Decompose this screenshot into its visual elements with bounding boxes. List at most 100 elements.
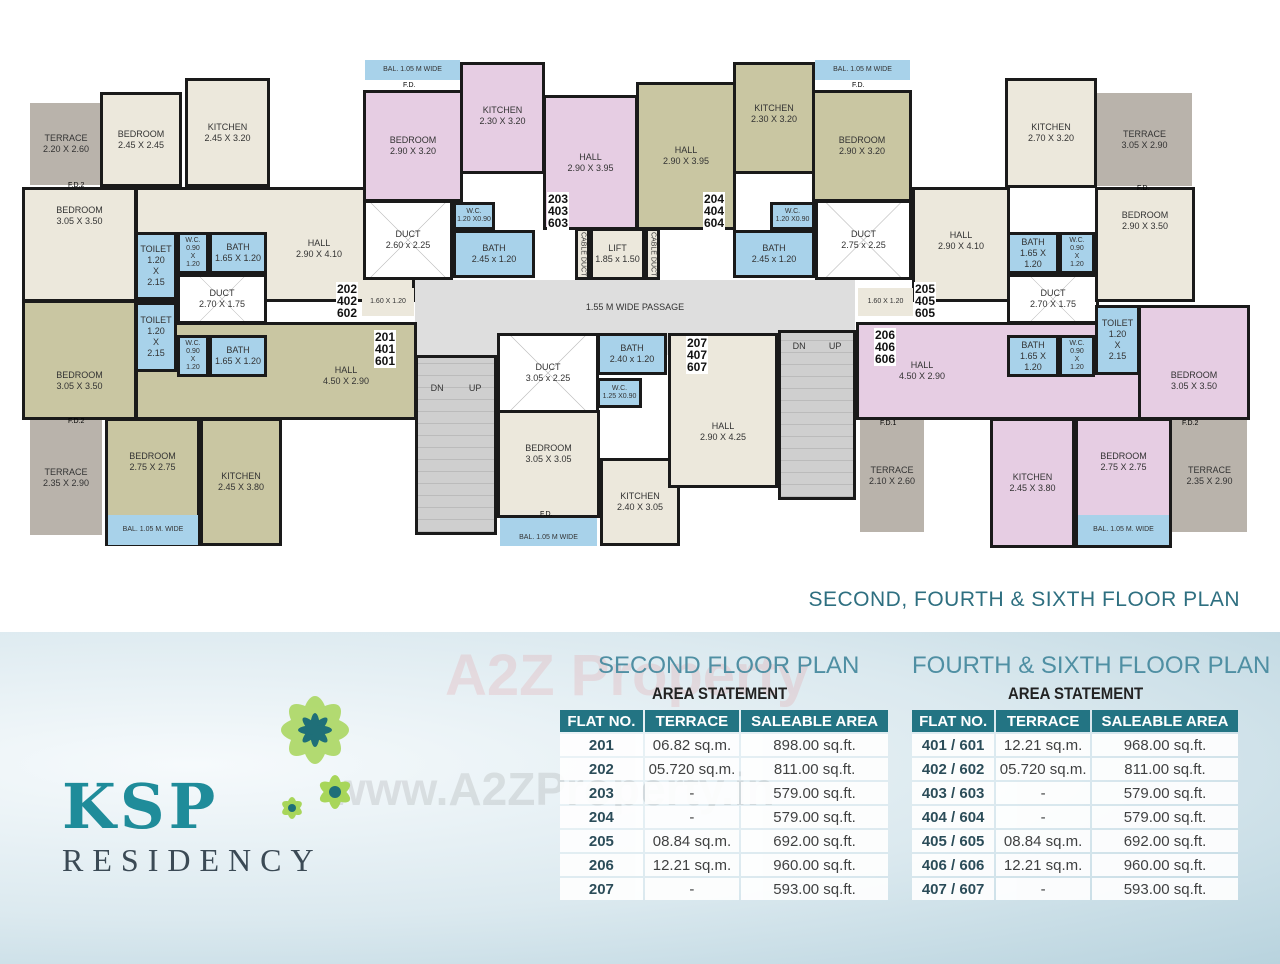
room-label: KITCHEN 2.45 X 3.80 [217, 471, 265, 492]
room-label: DUCT 2.75 x 2.25 [841, 229, 886, 250]
room-label: BAL. 1.05 M. WIDE [122, 526, 184, 533]
column-header: SALEABLE AREA [741, 710, 888, 732]
terrace-cell: - [644, 806, 740, 828]
room-label: HALL 2.90 X 4.25 [699, 421, 747, 442]
flower-logo-icon [281, 696, 351, 819]
room-label: TERRACE 2.35 X 2.90 [42, 466, 90, 488]
room-label: BEDROOM 3.05 X 3.05 [525, 443, 572, 464]
room-label: TOILET 1.20 X 2.15 [140, 244, 172, 287]
unit-number-202: 202 402 602 [336, 282, 359, 320]
saleable-area-cell: 579.00 sq.ft. [1092, 806, 1238, 828]
bath-202: BATH 1.65 X 1.20 [209, 232, 267, 274]
bedroom-202-small: BEDROOM 2.45 X 2.45 [100, 92, 182, 187]
wc-202: W.C. 0.90 X 1.20 [177, 232, 209, 274]
saleable-area-cell: 968.00 sq.ft. [1092, 734, 1238, 756]
room-label: KITCHEN 2.70 X 3.20 [1027, 122, 1075, 143]
flat-no-cell: 207 [560, 878, 643, 900]
room-label: W.C. 0.90 X 1.20 [1069, 340, 1085, 371]
kitchen-201: KITCHEN 2.45 X 3.80 [200, 418, 282, 546]
fd-label: F.D. [403, 82, 416, 89]
fd-label: F.D.2 [68, 418, 85, 425]
terrace-cell: 05.720 sq.m. [644, 758, 740, 780]
kitchen-204: KITCHEN 2.30 X 3.20 [733, 62, 815, 174]
room-label: BATH 1.65 X 1.20 [214, 345, 262, 366]
room-label: BEDROOM 2.45 X 2.45 [117, 128, 165, 150]
room-label: W.C. 0.90 X 1.20 [1069, 237, 1085, 268]
terrace-cell: 08.84 sq.m. [644, 830, 740, 852]
room-label: BATH 1.65 X 1.20 [214, 242, 262, 263]
fd-label: F.D. [540, 511, 553, 518]
flat-no-cell: 401 / 601 [912, 734, 995, 756]
flat-no-cell: 206 [560, 854, 643, 876]
terrace-201: TERRACE 2.35 X 2.90 [30, 420, 102, 535]
brand-subtitle: RESIDENCY [62, 842, 323, 878]
room-label: HALL 2.90 X 3.95 [662, 145, 710, 166]
column-header: FLAT NO. [912, 710, 995, 732]
column-header: TERRACE [996, 710, 1091, 732]
fd-label: F.D. [1137, 185, 1150, 192]
bedroom-207: BEDROOM 3.05 X 3.05 [497, 410, 600, 518]
wc-207: W.C. 1.25 X0.90 [597, 378, 642, 408]
room-label: BATH 2.45 x 1.20 [751, 243, 797, 264]
room-label: KITCHEN 2.40 X 3.05 [616, 491, 664, 512]
room-label: KITCHEN 2.30 X 3.20 [479, 105, 526, 126]
unit-number-203: 203 403 603 [547, 192, 570, 230]
room-label: BATH 2.40 x 1.20 [609, 343, 655, 364]
wc-206: W.C. 0.90 X 1.20 [1059, 335, 1095, 377]
duct-207: DUCT 3.05 x 2.25 [497, 333, 599, 413]
room-label: HALL 4.50 X 2.90 [322, 365, 369, 386]
room-label: HALL 4.50 X 2.90 [899, 360, 946, 381]
cable-duct: CABLE DUCT [645, 228, 660, 280]
saleable-area-cell: 579.00 sq.ft. [741, 806, 888, 828]
bedroom-202: BEDROOM 3.05 X 3.50 [22, 187, 137, 302]
room-label: BEDROOM 2.90 X 3.20 [389, 135, 437, 156]
room-label: TOILET 1.20 X 2.15 [140, 315, 172, 358]
column-header: SALEABLE AREA [1092, 710, 1238, 732]
room-label: BATH 2.45 x 1.20 [471, 243, 517, 264]
room-label: DUCT 3.05 x 2.25 [525, 362, 571, 383]
terrace-cell: - [644, 782, 740, 804]
flat-no-cell: 205 [560, 830, 643, 852]
room-label: HALL 2.90 X 4.10 [937, 230, 985, 251]
flat-no-cell: 405 / 605 [912, 830, 995, 852]
room-label: BEDROOM 3.05 X 3.50 [1170, 370, 1218, 391]
flat-no-cell: 403 / 603 [912, 782, 995, 804]
down-label: DN [792, 341, 806, 351]
balcony-206: BAL. 1.05 M. WIDE [1078, 515, 1169, 545]
saleable-area-cell: 811.00 sq.ft. [741, 758, 888, 780]
balcony-201: BAL. 1.05 M. WIDE [108, 515, 198, 545]
cable-duct-label: CABLE DUCT [649, 231, 657, 277]
room-label: KITCHEN 2.45 X 3.80 [1009, 472, 1056, 493]
terrace-cell: - [996, 806, 1091, 828]
room-label: BEDROOM 3.05 X 3.50 [56, 370, 103, 391]
room-label: DUCT 2.70 X 1.75 [1029, 288, 1077, 309]
hall-203: HALL 2.90 X 3.95 [543, 95, 638, 230]
toilet-206: TOILET 1.20 X 2.15 [1095, 305, 1140, 375]
saleable-area-cell: 692.00 sq.ft. [1092, 830, 1238, 852]
flat-no-cell: 406 / 606 [912, 854, 995, 876]
bath-205: BATH 1.65 X 1.20 [1007, 232, 1059, 274]
up-label: UP [828, 341, 842, 351]
room-label: TERRACE 2.20 X 2.60 [42, 133, 90, 154]
table-subtitle: AREA STATEMENT [1008, 684, 1144, 703]
staircase-right: DN UP [778, 330, 856, 500]
room-label: KITCHEN 2.30 X 3.20 [750, 103, 798, 124]
bath-203: BATH 2.45 x 1.20 [453, 230, 535, 278]
table-row: 203-579.00 sq.ft. [560, 782, 888, 804]
wc-201: W.C. 0.90 X 1.20 [177, 335, 209, 377]
flat-no-cell: 407 / 607 [912, 878, 995, 900]
flat-no-cell: 404 / 604 [912, 806, 995, 828]
brand-logo-text: KSP [62, 770, 220, 843]
room-label: W.C. 1.25 X0.90 [602, 385, 637, 400]
column-header: TERRACE [644, 710, 740, 732]
bath-204: BATH 2.45 x 1.20 [733, 230, 815, 278]
table-row: 207-593.00 sq.ft. [560, 878, 888, 900]
column-header: FLAT NO. [560, 710, 643, 732]
bedroom-201: BEDROOM 3.05 X 3.50 [22, 300, 137, 420]
